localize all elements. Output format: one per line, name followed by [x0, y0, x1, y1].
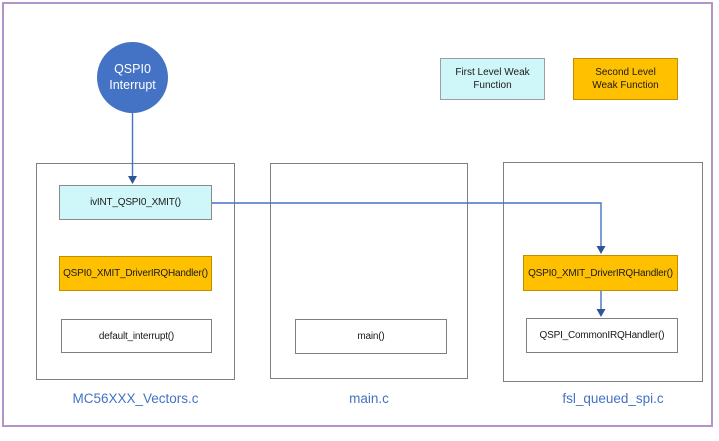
function-box-default-interrupt: default_interrupt() — [61, 319, 212, 353]
legend-second-level-weak: Second Level Weak Function — [573, 58, 678, 100]
function-box-qspi-commonirqhandler: QSPI_CommonIRQHandler() — [526, 318, 678, 353]
file-label-vectors: MC56XXX_Vectors.c — [72, 390, 199, 406]
file-label-fsl-queued-spi: fsl_queued_spi.c — [562, 390, 664, 406]
function-box-ivint-qspi0-xmit: ivINT_QSPI0_XMIT() — [59, 185, 212, 220]
interrupt-circle-label-line2: Interrupt — [109, 77, 156, 92]
function-box-main: main() — [295, 319, 447, 354]
legend-first-level-weak: First Level Weak Function — [440, 58, 545, 100]
function-box-qspi0-xmit-driverirqhandler-vectors: QSPI0_XMIT_DriverIRQHandler() — [59, 256, 212, 291]
slide-border — [2, 2, 713, 427]
interrupt-circle: QSPI0 Interrupt — [97, 42, 168, 113]
interrupt-circle-label-line1: QSPI0 — [114, 61, 151, 76]
function-box-qspi0-xmit-driverirqhandler-fsl: QSPI0_XMIT_DriverIRQHandler() — [523, 255, 678, 291]
file-label-main: main.c — [349, 390, 389, 406]
